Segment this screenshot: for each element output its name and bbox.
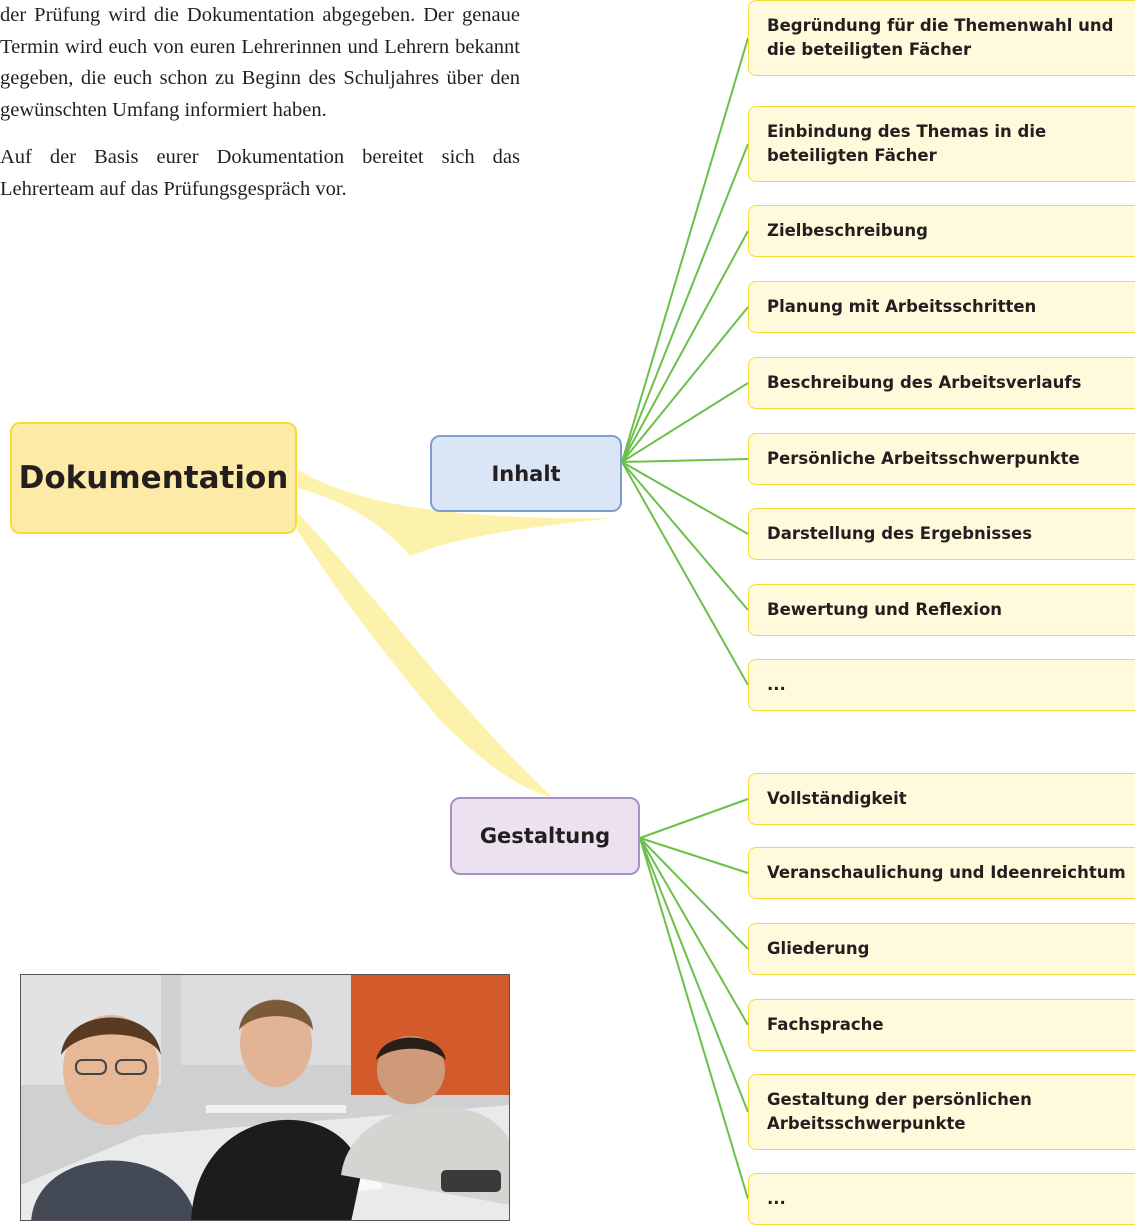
connector-line [639,837,749,950]
gestaltung-item: ... [748,1173,1135,1225]
connector-line [621,230,749,463]
connector-line [621,37,749,463]
connector-line [621,458,749,463]
gestaltung-item: Vollständigkeit [748,773,1135,825]
inhalt-item: Zielbeschreibung [748,205,1135,257]
students-photo [20,974,510,1221]
inhalt-item: Darstellung des Ergebnisses [748,508,1135,560]
ribbon-root-inhalt [298,470,612,556]
connector-line [639,798,749,839]
intro-paragraph-2: Auf der Basis eurer Dokumentation bereit… [0,146,520,200]
inhalt-item: Bewertung und Reflexion [748,584,1135,636]
inhalt-item: Begründung für die Themenwahl und die be… [748,0,1135,76]
inhalt-item: Persönliche Arbeitsschwerpunkte [748,433,1135,485]
connector-line [621,306,749,463]
connector-line [639,837,749,1026]
gestaltung-item: Gliederung [748,923,1135,975]
connector-line [621,461,749,611]
connector-line [639,837,749,874]
root-node-dokumentation: Dokumentation [10,422,297,534]
branch-node-gestaltung: Gestaltung [450,797,640,875]
connector-line [621,461,749,686]
intro-paragraph-1: der Prüfung wird die Dokumentation abgeg… [0,4,520,121]
inhalt-item: Einbindung des Themas in die beteiligten… [748,106,1135,182]
gestaltung-item: Gestaltung der persönlichen Arbeitsschwe… [748,1074,1135,1150]
intro-text: der Prüfung wird die Dokumentation abgeg… [0,0,520,221]
inhalt-connectors [621,37,749,686]
ribbon-root-gestaltung [297,512,552,797]
connector-line [621,461,749,535]
connector-line [621,143,749,463]
connector-line [621,382,749,463]
inhalt-item: Planung mit Arbeitsschritten [748,281,1135,333]
gestaltung-item: Veranschaulichung und Ideenreichtum [748,847,1135,899]
gestaltung-connectors [639,798,749,1200]
connector-line [639,837,749,1113]
gestaltung-item: Fachsprache [748,999,1135,1051]
connector-line [639,837,749,1200]
inhalt-item: Beschreibung des Arbeitsverlaufs [748,357,1135,409]
branch-node-inhalt: Inhalt [430,435,622,512]
inhalt-item: ... [748,659,1135,711]
